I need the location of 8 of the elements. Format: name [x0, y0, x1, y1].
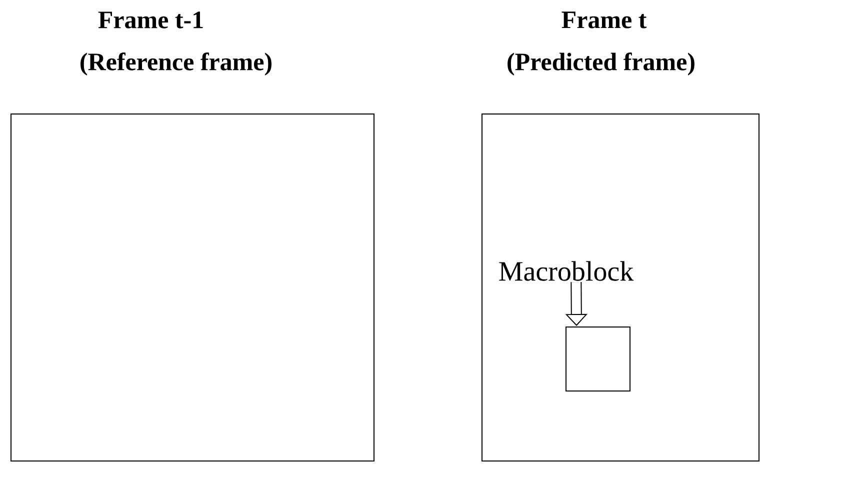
frame-box: [10, 114, 374, 462]
frame-heading: (Predicted frame): [508, 52, 694, 76]
frame-heading: Frame t-1: [98, 12, 203, 28]
frame-box: [482, 114, 760, 462]
macroblock-box: [566, 326, 630, 392]
frame-heading: Frame t: [562, 12, 647, 28]
block-label: Macroblock: [499, 261, 634, 281]
frame-heading: (Reference frame): [80, 52, 272, 76]
